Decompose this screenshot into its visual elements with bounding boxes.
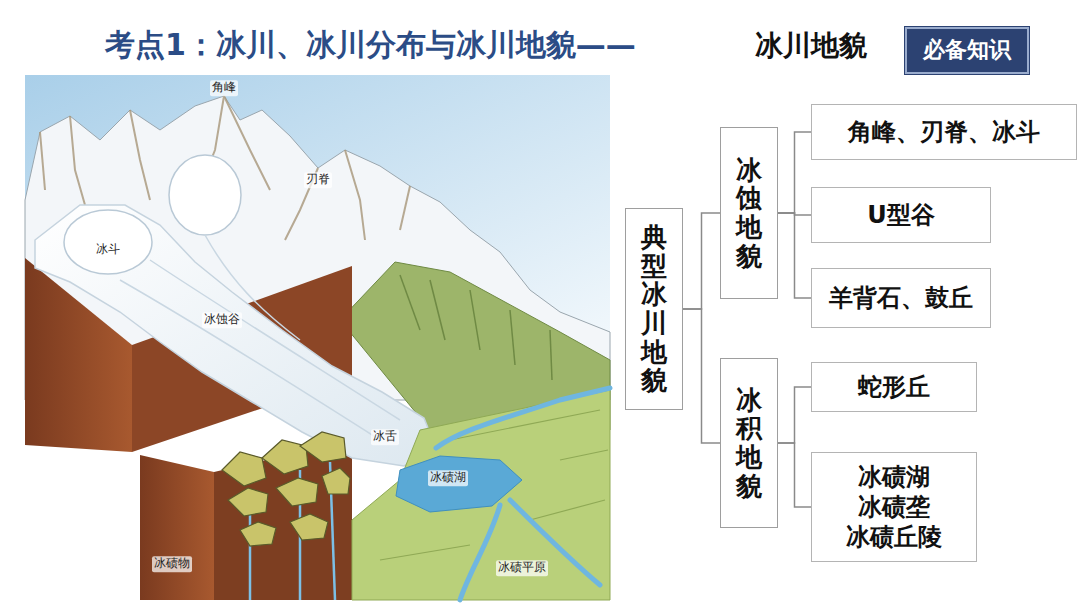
node-text: 典型冰川地貌 [641, 223, 667, 395]
node-text: 冰蚀地貌 [736, 156, 762, 270]
badge-text: 必备知识 [923, 37, 1011, 63]
rock-face-lower-front [214, 440, 352, 600]
meltwater-streams [436, 388, 610, 600]
node-text: 蛇形丘 [858, 372, 930, 402]
ice-flow-lines [120, 235, 400, 440]
bracket-connector [778, 387, 811, 443]
cirque [169, 155, 241, 235]
slope-stripes [400, 275, 552, 380]
part-label: 冰碛平原 [496, 560, 548, 576]
node-text: 冰碛垄 [858, 492, 930, 522]
node-text: 角峰、刃脊、冰斗 [848, 117, 1040, 147]
part-label: 冰斗 [94, 242, 122, 258]
section-badge: 必备知识 [905, 27, 1029, 74]
root-category-box: 典型冰川地貌 [625, 208, 683, 410]
category-box: 冰积地貌 [720, 358, 778, 528]
outwash-plain [352, 390, 610, 600]
part-label: 角峰 [210, 80, 238, 96]
part-label: 冰舌 [371, 429, 399, 445]
landform-box: U型谷 [811, 187, 991, 243]
moraine-rocks [222, 432, 350, 546]
bracket-connector [778, 132, 811, 213]
landform-box: 羊背石、鼓丘 [811, 268, 991, 328]
part-label: 冰碛湖 [428, 470, 468, 486]
bracket-connector [683, 309, 720, 443]
part-label: 刃脊 [304, 172, 332, 188]
landform-box: 角峰、刃脊、冰斗 [811, 104, 1077, 160]
glacier [35, 205, 436, 466]
node-text: 冰碛丘陵 [846, 522, 942, 552]
subtitle: 冰川地貌 [755, 29, 867, 63]
node-text: U型谷 [867, 200, 935, 230]
landform-box: 冰碛湖冰碛垄冰碛丘陵 [811, 452, 977, 562]
node-text: 冰积地貌 [736, 386, 762, 500]
node-text: 羊背石、鼓丘 [829, 283, 973, 313]
moraine-lake [396, 456, 522, 512]
slide-title: 考点1：冰川、冰川分布与冰川地貌—— [105, 27, 636, 63]
part-label: 冰蚀谷 [202, 312, 242, 328]
node-text: 冰碛湖 [858, 462, 930, 492]
bracket-connector [778, 213, 811, 298]
bracket-connector [778, 443, 811, 507]
rock-face-lower [140, 455, 214, 600]
part-label: 冰碛物 [152, 556, 192, 572]
landform-box: 蛇形丘 [811, 362, 977, 412]
cirque [64, 210, 152, 274]
plain-terraces [380, 410, 608, 560]
bracket-connector [683, 213, 720, 309]
category-box: 冰蚀地貌 [720, 127, 778, 299]
bracket-connector [778, 213, 811, 215]
